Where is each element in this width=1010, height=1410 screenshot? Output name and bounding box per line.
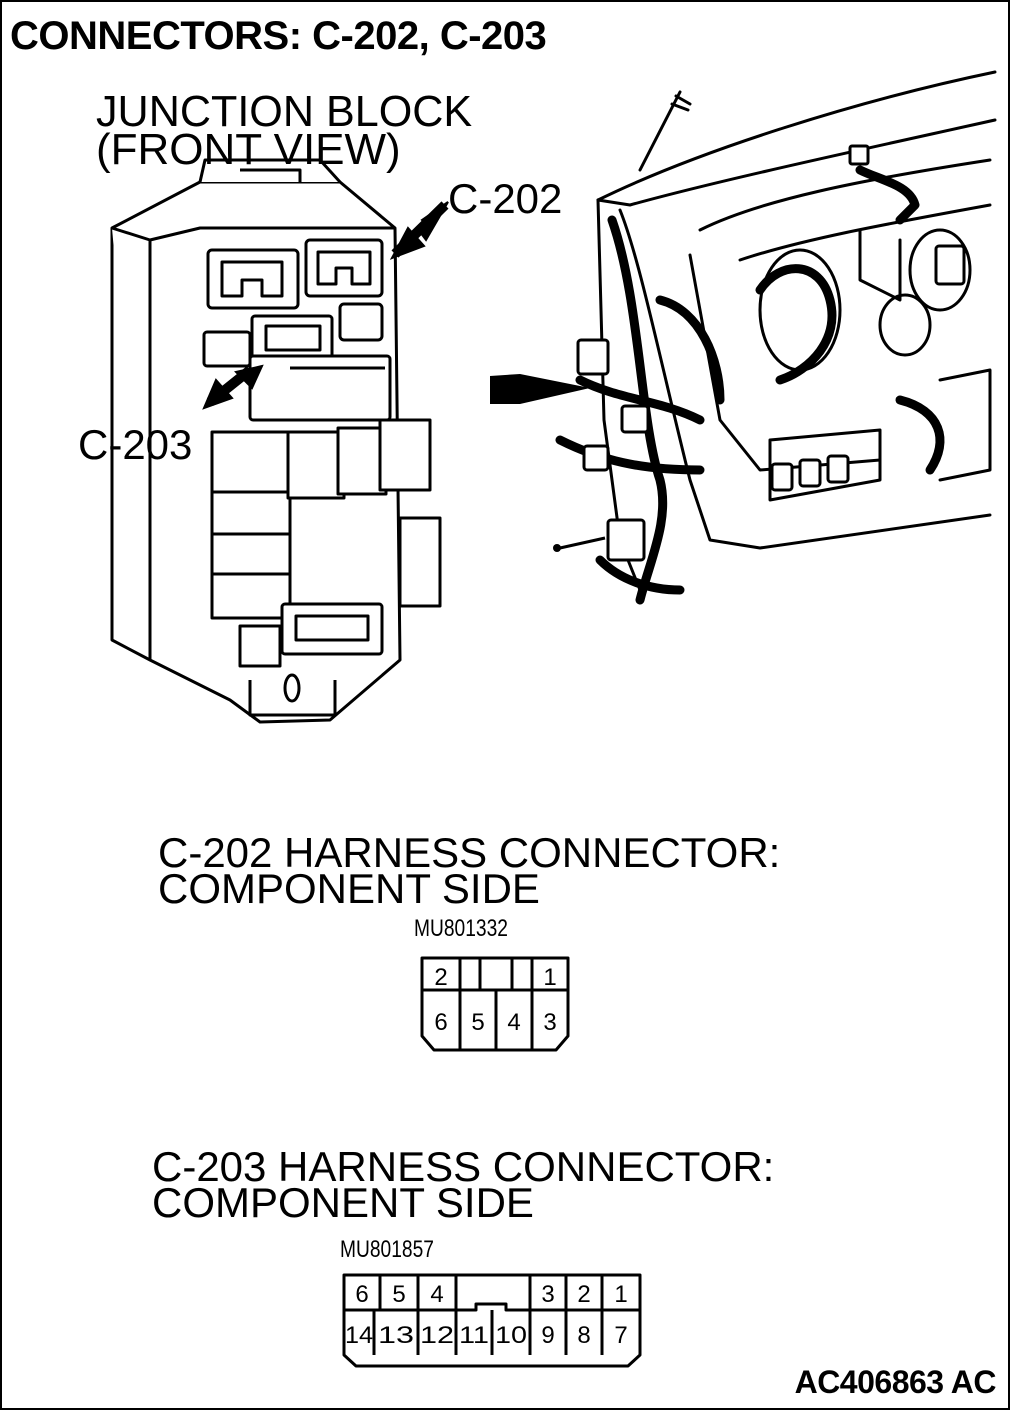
c203-pin: 3 — [541, 1281, 554, 1308]
c202-pin: 5 — [471, 1009, 484, 1036]
c202-callout-label: C-202 — [448, 175, 563, 222]
page-title: CONNECTORS: C-202, C-203 — [10, 14, 547, 58]
c202-pin: 6 — [434, 1009, 447, 1036]
c202-subheading: COMPONENT SIDE — [158, 865, 540, 912]
c202-pin: 3 — [543, 1009, 556, 1036]
c203-pin: 13 — [378, 1322, 414, 1349]
junction-block-label: JUNCTION BLOCK — [96, 87, 473, 136]
c202-pin: 4 — [507, 1009, 520, 1036]
c203-callout-label: C-203 — [78, 421, 193, 468]
c203-heading: C-203 HARNESS CONNECTOR: — [152, 1143, 775, 1190]
junction-block-view-label: (FRONT VIEW) — [96, 125, 401, 174]
c203-pin: 12 — [420, 1322, 454, 1349]
c203-pin: 14 — [345, 1322, 373, 1349]
c203-pin: 5 — [392, 1281, 405, 1308]
c202-pin: 1 — [543, 964, 556, 991]
c203-pin: 1 — [614, 1281, 627, 1308]
c203-part-number: MU801857 — [340, 1236, 434, 1263]
c203-pin: 6 — [355, 1281, 368, 1308]
c203-pin: 9 — [541, 1322, 554, 1349]
c203-pin: 2 — [577, 1281, 590, 1308]
c203-pin: 7 — [614, 1322, 627, 1349]
c202-heading: C-202 HARNESS CONNECTOR: — [158, 829, 781, 876]
figure-code: AC406863 AC — [794, 1364, 997, 1400]
c203-subheading: COMPONENT SIDE — [152, 1179, 534, 1226]
c202-pin: 2 — [434, 964, 447, 991]
c203-pin: 8 — [577, 1322, 590, 1349]
c203-pin: 10 — [495, 1322, 527, 1349]
c202-part-number: MU801332 — [414, 915, 508, 942]
c203-pin: 11 — [459, 1322, 489, 1349]
c203-pin: 4 — [430, 1281, 443, 1308]
